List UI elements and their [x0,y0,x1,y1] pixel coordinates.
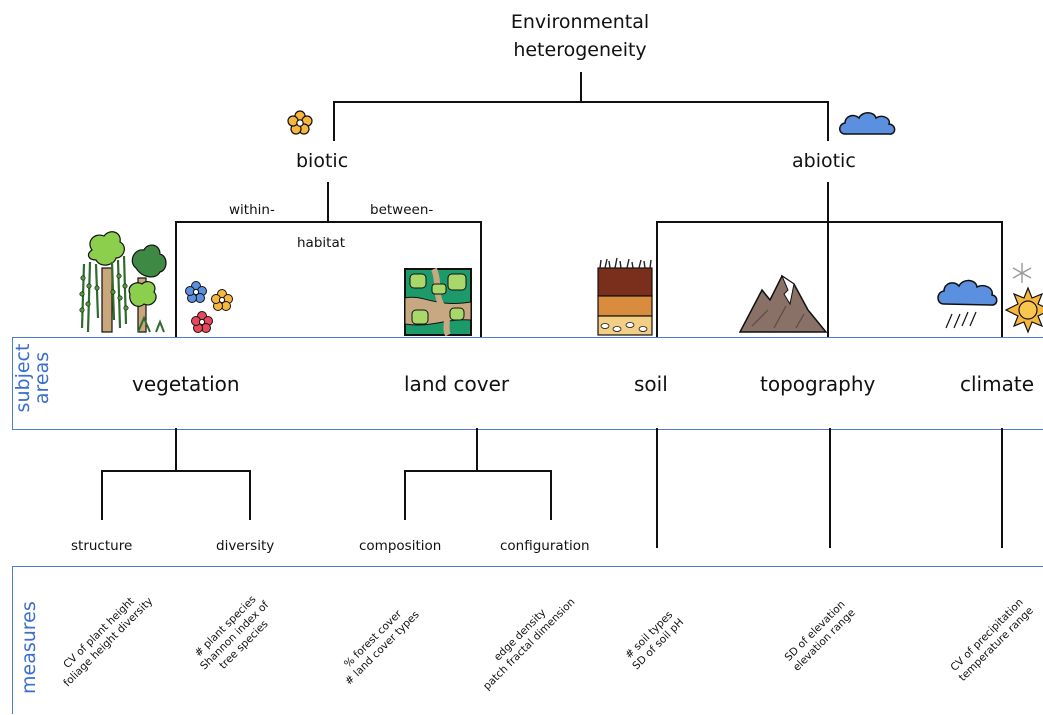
measures-panel [12,566,1043,714]
composition-stem [404,470,406,520]
biotic-sub-bar [175,221,482,223]
climate-up-line [1001,221,1003,337]
landcover-down-stem [476,428,478,471]
subject-areas-text: subject areas [12,343,53,413]
snowflake-icon [1012,263,1032,283]
trees-icon [79,231,167,333]
vegetation-sub-bar [101,470,251,472]
measures-label: measures [18,601,40,694]
soil-down-stem [656,428,658,548]
biotic-stem [333,101,335,141]
structure-label: structure [71,538,133,554]
vegetation-up-line [175,221,177,337]
diversity-stem [249,470,251,520]
top-bar [333,101,829,103]
habitat-label: habitat [297,235,346,251]
configuration-label: configuration [500,538,590,554]
land-cover-map-icon [404,267,472,337]
subject-soil: soil [634,372,668,396]
subject-areas-label: subject areas [12,333,53,423]
diversity-label: diversity [216,538,275,554]
flowers-icon [185,281,233,333]
sun-icon [1004,286,1043,334]
topography-up-line [827,221,829,337]
subject-topography: topography [760,372,876,396]
abiotic-sub-bar [656,221,1003,223]
title-stem [580,72,582,102]
abiotic-label: abiotic [792,150,856,172]
between-label: between- [370,202,434,218]
cloud-icon [839,112,896,135]
topography-down-stem [829,428,831,548]
landcover-up-line [480,221,482,337]
soil-up-line [656,221,658,337]
abiotic-sub-stem [827,182,829,222]
biotic-label: biotic [296,150,349,172]
composition-label: composition [359,538,442,554]
climate-down-stem [1001,428,1003,548]
abiotic-stem [827,101,829,141]
subject-areas-panel [12,337,1043,430]
diagram-title: Environmental heterogeneity [440,8,720,64]
configuration-stem [550,470,552,520]
subject-climate: climate [960,372,1034,396]
rain-cloud-icon [937,279,998,329]
title-line-1: Environmental [510,11,650,33]
title-line-2: heterogeneity [513,39,647,61]
biotic-sub-stem [327,182,329,222]
subject-land-cover: land cover [404,372,510,396]
within-label: within- [229,202,275,218]
vegetation-down-stem [175,428,177,471]
flower-icon [287,110,313,135]
structure-stem [101,470,103,520]
subject-vegetation: vegetation [132,372,240,396]
soil-profile-icon [597,257,653,336]
landcover-sub-bar [404,470,552,472]
mountains-icon [738,274,828,333]
